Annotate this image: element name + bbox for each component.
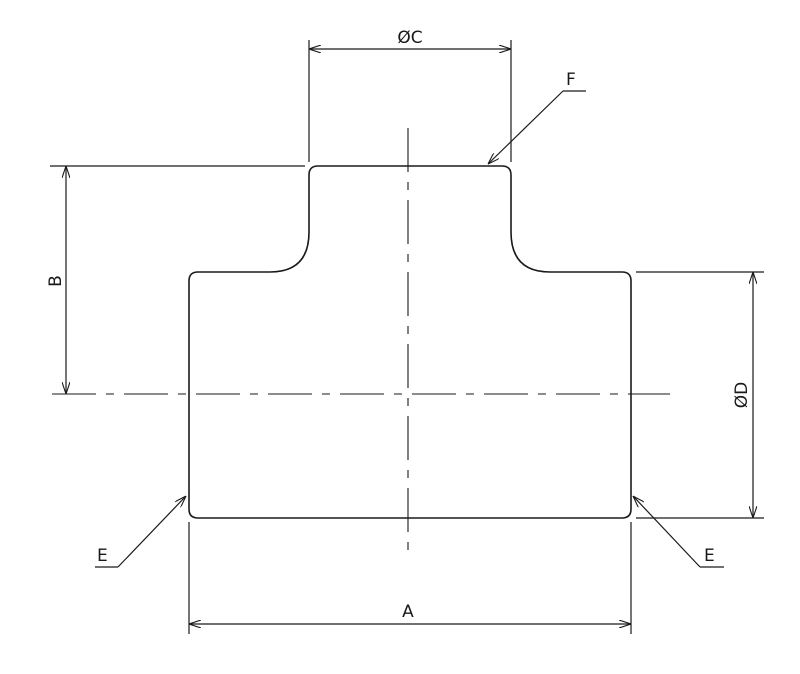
label-e-left: E xyxy=(97,546,108,566)
label-f: F xyxy=(566,70,576,90)
dimension-b: B xyxy=(46,165,305,394)
dimension-a: A xyxy=(188,522,632,634)
leader-e-left: E xyxy=(95,496,186,568)
label-e-right: E xyxy=(704,546,715,566)
leader-f: F xyxy=(488,70,586,164)
dimension-d: ØD xyxy=(636,271,764,519)
label-d: ØD xyxy=(732,382,752,408)
dimension-c: ØC xyxy=(308,28,512,162)
leader-arrow-e-right xyxy=(633,496,701,568)
leader-arrow-f xyxy=(488,90,564,164)
tee-body-outline xyxy=(188,165,632,519)
leader-arrow-e-left xyxy=(117,496,186,568)
label-a: A xyxy=(402,602,414,622)
label-b: B xyxy=(46,275,66,287)
leader-e-right: E xyxy=(633,496,724,568)
label-c: ØC xyxy=(397,28,422,48)
